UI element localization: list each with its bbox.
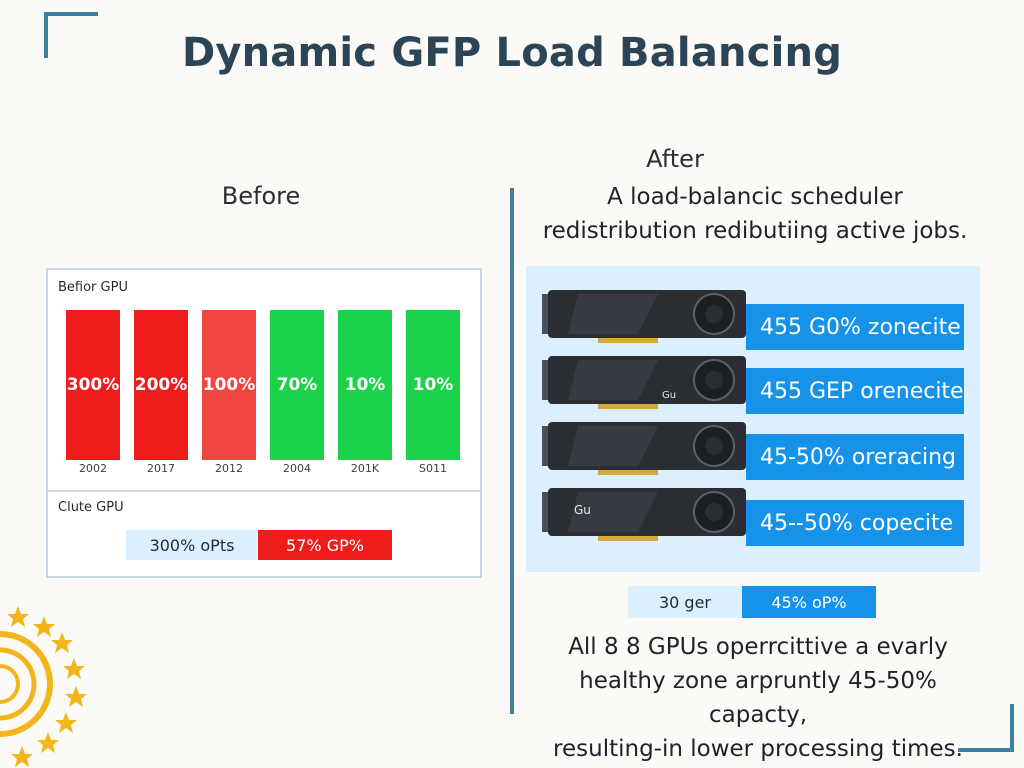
before-panel-title: Befior GPU (58, 280, 128, 295)
gpu-load-bar: 70% (270, 310, 324, 460)
after-description: A load-balancic scheduler redistribution… (540, 180, 970, 248)
after-desc-line-2: redistribution redibutiing active jobs. (542, 218, 968, 244)
after-heading: After (646, 145, 704, 173)
cluster-gpu-title: Clute GPU (58, 500, 124, 515)
summary-right-pill: 45% oP% (742, 586, 876, 618)
after-desc-line-1: A load-balancic scheduler (607, 184, 903, 210)
bar-value-label: 200% (134, 375, 188, 395)
gpu-status-label: 45-50% oreracing (746, 434, 964, 480)
gpu-load-bar: 100% (202, 310, 256, 460)
corner-bracket-top-left (44, 12, 98, 58)
bar-year-label: 2017 (147, 462, 175, 475)
section-divider (510, 188, 514, 714)
bar-value-label: 10% (344, 375, 386, 395)
bar-value-label: 100% (202, 375, 256, 395)
bar-year-label: S011 (419, 462, 447, 475)
before-gpu-panel: Befior GPU 300% 200% 100% 70% 10% 10% 20… (46, 268, 482, 578)
gpu-load-bar: 10% (406, 310, 460, 460)
corner-bracket-bottom-right (958, 704, 1014, 752)
page-title: Dynamic GFP Load Balancing (181, 30, 843, 76)
gpu-card-icon: Gu (542, 488, 746, 541)
panel-divider (48, 490, 480, 492)
after-foot-line-3: resulting-in lower processing times. (553, 736, 963, 762)
bar-year-label: 2012 (215, 462, 243, 475)
gpu-card-icon (542, 290, 746, 343)
summary-left-pill: 30 ger (628, 586, 742, 618)
gpu-load-bar: 10% (338, 310, 392, 460)
gpu-badge: Gu (662, 390, 676, 401)
bar-year-label: 201K (350, 462, 380, 475)
cluster-ops-pill: 300% oPts (126, 530, 258, 560)
cluster-gpu-pill: 57% GP% (258, 530, 392, 560)
gpu-status-label: 455 GEP orenecite (746, 368, 964, 414)
gpu-card-icon (542, 422, 746, 475)
bar-year-label: 2002 (79, 462, 107, 475)
after-gpu-panel: Gu Gu 455 G0% zonecite 455 GEP orenecite… (526, 266, 980, 572)
before-heading: Before (221, 182, 301, 210)
bar-value-label: 300% (66, 375, 120, 395)
gpu-status-label: 45--50% copecite (746, 500, 964, 546)
gpu-load-bar: 200% (134, 310, 188, 460)
bar-year-label: 2004 (283, 462, 311, 475)
bar-value-label: 10% (412, 375, 454, 395)
gpu-card-icon: Gu (542, 356, 746, 409)
bar-value-label: 70% (276, 375, 318, 395)
after-summary-text: All 8 8 GPUs operrcittive a evarly healt… (528, 630, 988, 766)
gpu-status-label: 455 G0% zonecite (746, 304, 964, 350)
after-foot-line-1: All 8 8 GPUs operrcittive a evarly (568, 634, 948, 660)
gpu-load-bar: 300% (66, 310, 120, 460)
sun-stars-decoration-icon (0, 606, 87, 767)
after-foot-line-2: healthy zone arpruntly 45-50% capacty, (579, 668, 937, 728)
gpu-badge: Gu (574, 503, 591, 517)
